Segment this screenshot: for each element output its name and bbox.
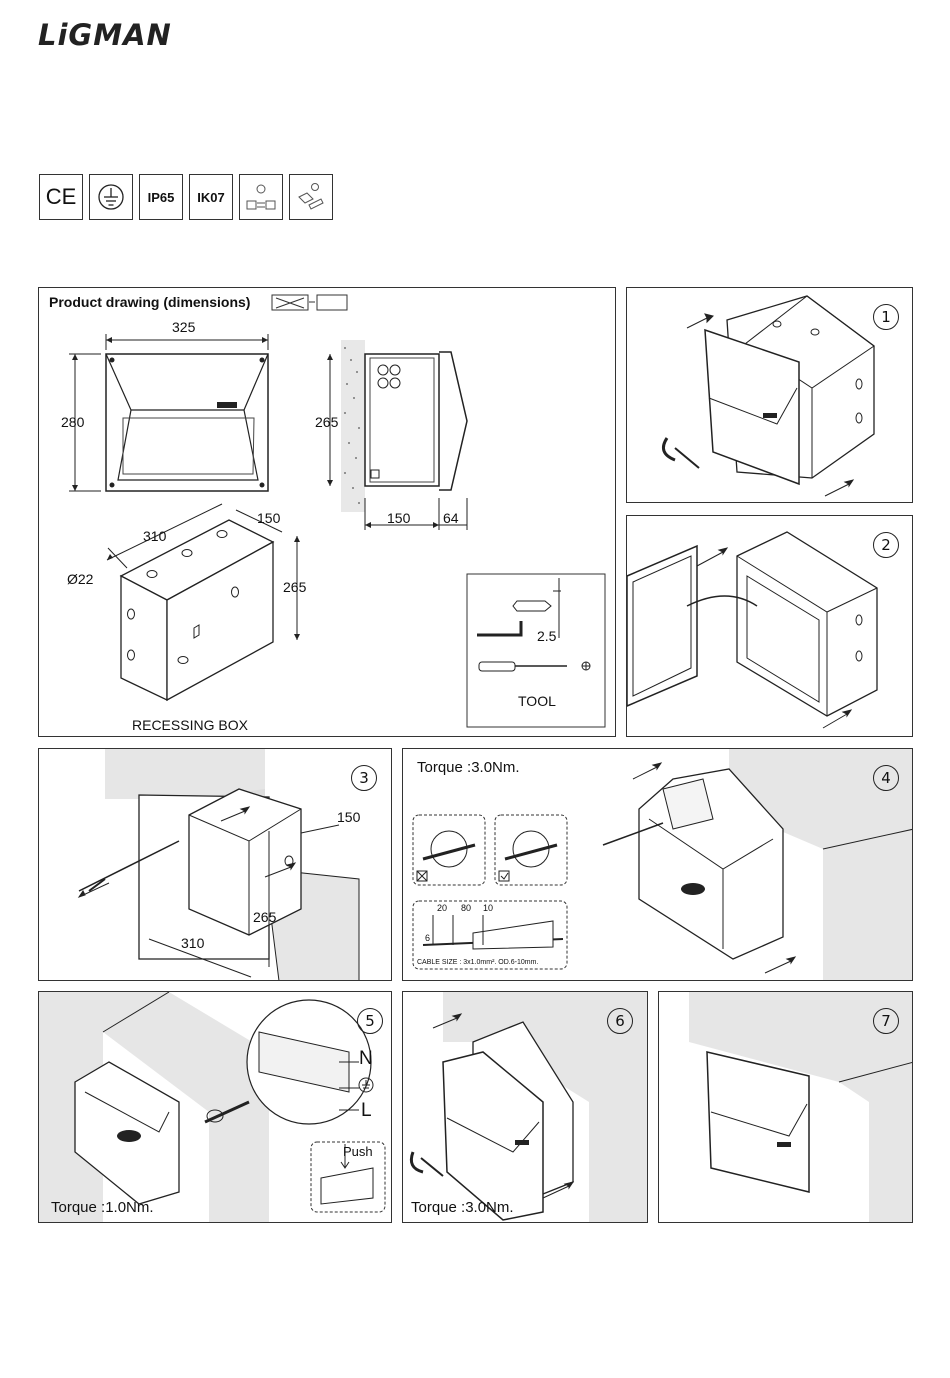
live-terminal-label: L bbox=[361, 1100, 372, 1122]
side-projection-label: 64 bbox=[443, 510, 459, 526]
step-5-torque-label: Torque :1.0Nm. bbox=[51, 1199, 154, 1216]
step-5-number: 5 bbox=[357, 1008, 383, 1034]
tool-label: TOOL bbox=[518, 693, 556, 709]
ligman-logo: LiGMAN bbox=[38, 18, 172, 52]
step-4-illustration bbox=[403, 749, 913, 981]
driver-voltage-icon bbox=[239, 174, 283, 220]
ce-mark-icon: CE bbox=[39, 174, 83, 220]
earth-ground-icon bbox=[89, 174, 133, 220]
step-1-illustration bbox=[627, 288, 913, 503]
strip-length-6-label: 6 bbox=[425, 933, 430, 943]
front-height-label: 280 bbox=[61, 414, 84, 430]
step-5-illustration bbox=[39, 992, 392, 1223]
step-3-number: 3 bbox=[351, 765, 377, 791]
step-6-panel: 6 Torque :3.0Nm. bbox=[402, 991, 648, 1223]
dimension-drawings bbox=[39, 288, 616, 737]
recessing-box-label: RECESSING BOX bbox=[132, 717, 248, 733]
step-4-torque-label: Torque :3.0Nm. bbox=[417, 759, 520, 776]
box-height-label: 265 bbox=[283, 579, 306, 595]
ip-rating-icon: IP65 bbox=[139, 174, 183, 220]
step-7-number: 7 bbox=[873, 1008, 899, 1034]
step-3-depth-label: 150 bbox=[337, 809, 360, 825]
push-label: Push bbox=[343, 1144, 373, 1159]
side-depth-label: 150 bbox=[387, 510, 410, 526]
strip-length-20-label: 20 bbox=[437, 903, 447, 913]
strip-length-10-label: 10 bbox=[483, 903, 493, 913]
step-2-number: 2 bbox=[873, 532, 899, 558]
step-7-panel: 7 bbox=[658, 991, 913, 1223]
step-3-height-label: 265 bbox=[253, 909, 276, 925]
tool-size-label: 2.5 bbox=[537, 628, 556, 644]
step-3-panel: 3 150 310 265 bbox=[38, 748, 392, 981]
step-2-illustration bbox=[627, 516, 913, 737]
front-width-label: 325 bbox=[172, 319, 195, 335]
step-1-number: 1 bbox=[873, 304, 899, 330]
side-height-label: 265 bbox=[315, 414, 338, 430]
neutral-terminal-label: N bbox=[359, 1048, 373, 1070]
cable-size-label: CABLE SIZE : 3x1.0mm². OD.6-10mm. bbox=[417, 959, 538, 966]
step-2-panel: 2 bbox=[626, 515, 913, 737]
ik-rating-icon: IK07 bbox=[189, 174, 233, 220]
step-4-panel: Torque :3.0Nm. 4 20 80 10 6 CABLE SIZE :… bbox=[402, 748, 913, 981]
step-6-number: 6 bbox=[607, 1008, 633, 1034]
certification-icons: CE IP65 IK07 bbox=[39, 174, 333, 220]
step-3-width-label: 310 bbox=[181, 935, 204, 951]
step-5-panel: 5 N L Push Torque :1.0Nm. bbox=[38, 991, 392, 1223]
box-depth-label: 150 bbox=[257, 510, 280, 526]
installation-icon bbox=[289, 174, 333, 220]
strip-length-80-label: 80 bbox=[461, 903, 471, 913]
step-6-torque-label: Torque :3.0Nm. bbox=[411, 1199, 514, 1216]
step-4-number: 4 bbox=[873, 765, 899, 791]
box-hole-label: Ø22 bbox=[67, 571, 93, 587]
step-1-panel: 1 bbox=[626, 287, 913, 503]
step-3-illustration bbox=[39, 749, 392, 981]
box-width-label: 310 bbox=[143, 528, 166, 544]
product-drawing-panel: Product drawing (dimensions) bbox=[38, 287, 616, 737]
